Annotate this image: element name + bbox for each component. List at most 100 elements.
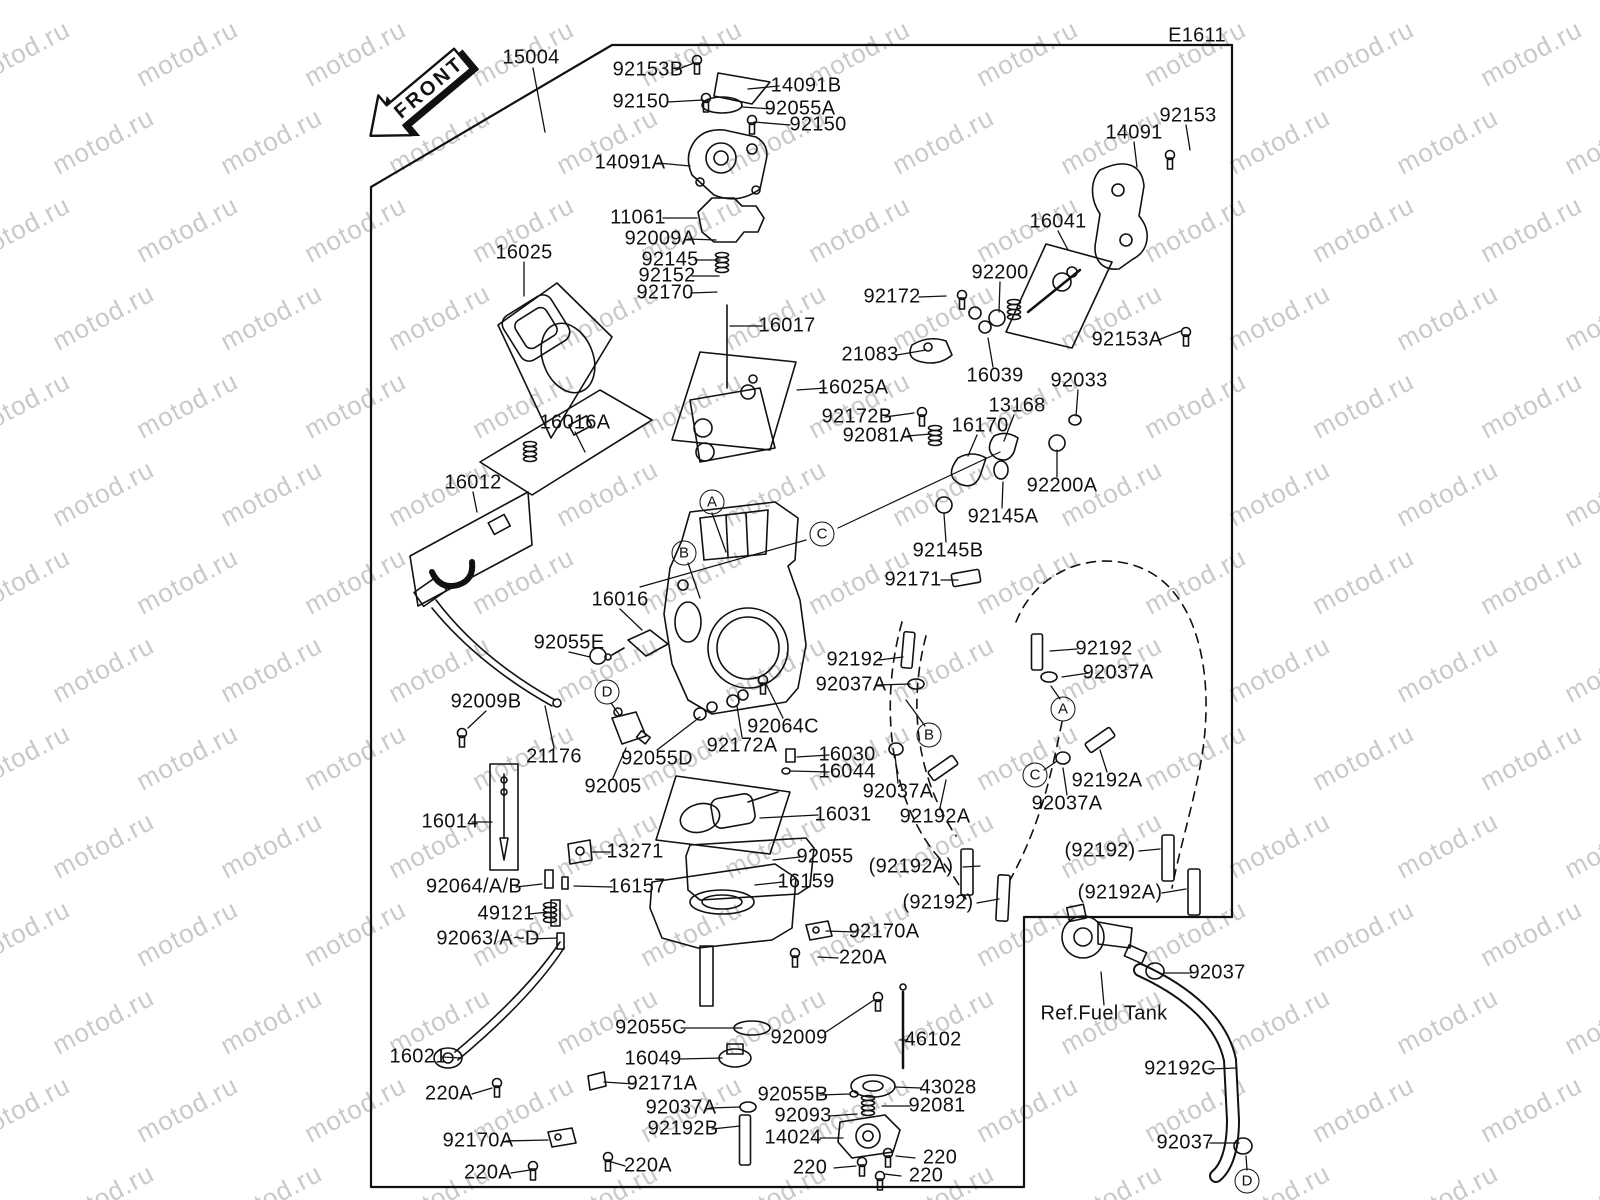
part-label: 92153 [1159,104,1217,127]
part-label: 92055D [621,747,693,770]
kit-box-16031-drawing [656,776,790,854]
part-label: 92200A [1026,474,1098,497]
part-label: 16159 [777,870,835,893]
clamp-92171A-drawing [588,1072,606,1090]
gasket-92055-drawing [686,838,814,900]
fuel-tap-drawing [1062,904,1233,1176]
part-label: 92081A [842,424,914,447]
part-label: 92037A [645,1096,717,1119]
part-label: 14091 [1105,121,1163,144]
part-label: 16017 [758,314,816,337]
part-label: 16041 [1029,210,1087,233]
part-label: 16031 [814,803,872,826]
part-label: 220A [624,1154,672,1177]
bracket-92170A-left-drawing [548,1128,576,1147]
part-label: 92037A [1031,792,1103,815]
small-parts [434,56,1252,1191]
kit-box-16041-drawing [1006,244,1112,348]
part-label: 220 [792,1156,828,1179]
part-label: 16016A [539,411,611,434]
section-lines [640,452,1000,587]
part-label: 92192B [647,1117,719,1140]
part-label: 16039 [966,364,1024,387]
part-label: 92064/A/B [425,875,523,898]
part-label: 92152 [638,264,696,287]
part-label: 92055C [615,1016,687,1039]
part-label: 92037A [862,780,934,803]
float-bowl-drawing [548,838,832,1147]
part-label: 92145A [967,505,1039,528]
part-label: 92150 [612,90,670,113]
part-label: 220 [908,1164,944,1187]
part-label: 16157 [608,875,666,898]
part-label: 92192A [899,805,971,828]
carburetor-body-drawing [605,502,806,714]
kit-box-16012-drawing [410,492,532,606]
throttle-cable-21176-drawing [414,576,561,707]
part-label: 21083 [841,343,899,366]
fitting-92005-drawing [612,712,646,744]
part-label: 92192C [1144,1057,1216,1080]
part-label: 92145B [912,539,984,562]
part-label: 92037 [1188,961,1246,984]
callout-circle-a: A [699,489,725,515]
part-label: 46102 [904,1028,962,1051]
part-label: 92005 [584,775,642,798]
part-label: 92009 [770,1026,828,1049]
part-label: 16021 [389,1045,447,1068]
part-label: 49121 [477,902,535,925]
part-label: 220A [425,1082,473,1105]
callout-circle-d: D [1234,1168,1260,1194]
part-label: 92192 [1075,637,1133,660]
part-label: 220A [464,1161,512,1184]
part-label: 92192 [826,648,884,671]
part-label: 92153B [612,58,684,81]
callout-circle-b: B [671,540,697,566]
part-label: 92170 [636,281,694,304]
part-label: 92037A [1082,661,1154,684]
part-label: 16025A [817,376,889,399]
sensor-16016-drawing [628,630,668,656]
part-label: 92200 [971,261,1029,284]
part-label: 16170 [951,414,1009,437]
part-label: 13271 [606,840,664,863]
part-label: 92063/A~D [436,927,540,950]
part-label: Ref.Fuel Tank [1040,1002,1168,1025]
bracket-92170A-right-drawing [806,921,832,940]
part-label: 92145 [641,248,699,271]
callout-circle-c: C [1022,762,1048,788]
part-label: 92033 [1050,369,1108,392]
part-label: 16030 [818,743,876,766]
part-label: 92081 [908,1094,966,1117]
part-label: 92055E [533,631,605,654]
part-label: 11061 [610,206,666,229]
leader-lines [441,63,1247,1176]
part-label: 92172A [706,734,778,757]
part-label: 21176 [526,745,582,768]
part-label: (92192) [1064,839,1136,862]
part-label: 92055 [796,845,854,868]
part-label: 16012 [444,471,502,494]
part-label: 92153A [1091,328,1163,351]
jets-drawing [545,712,795,949]
part-label: 14091A [594,151,666,174]
part-label: 92170A [848,920,920,943]
part-label: 220A [839,946,887,969]
part-label: 43028 [919,1076,977,1099]
callout-circle-d: D [594,679,620,705]
part-label: 92172B [821,405,893,428]
part-label: (92192A) [868,855,954,878]
kit-box-16016A-drawing [480,390,652,495]
part-label: 16016 [591,588,649,611]
callout-circle-a: A [1050,696,1076,722]
part-label: 16044 [818,760,876,783]
callout-circle-b: B [916,722,942,748]
part-label: 92009B [450,690,522,713]
callout-circle-c: C [809,521,835,547]
diagram-border [371,45,1232,1187]
part-label: 16049 [624,1047,682,1070]
kit-box-16025A-drawing [672,352,796,462]
